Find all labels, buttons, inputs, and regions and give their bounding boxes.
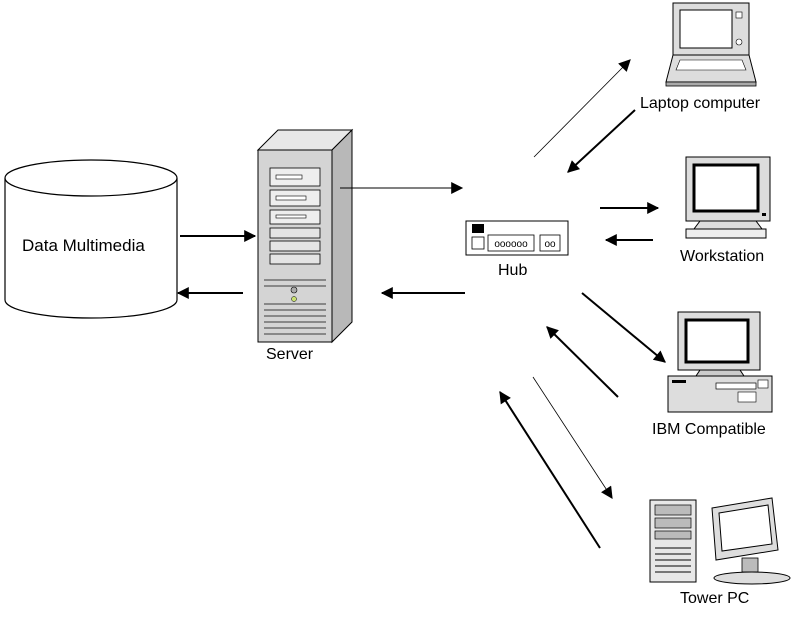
connection-arrows [176,59,666,549]
arrow-hub-to-laptop [533,59,631,158]
tower-pc-icon [649,497,791,585]
server-label: Server [266,346,314,363]
arrow-laptop-to-hub [567,109,636,173]
hub-ports-text: oooooo [494,239,528,250]
tower-pc-label: Tower PC [680,590,750,607]
laptop-icon [665,2,757,87]
server-icon [256,128,354,344]
hub-icon: oooooo oo [465,220,569,256]
workstation-label: Workstation [680,248,765,265]
workstation-icon [685,156,771,239]
arrow-tower-to-hub [499,390,601,549]
arrow-hub-to-ibm [581,292,666,363]
ibm-compatible-label: IBM Compatible [652,421,766,438]
database-cylinder [4,159,178,319]
arrow-hub-to-tower [532,376,613,500]
database-label: Data Multimedia [22,236,145,255]
ibm-compatible-icon [667,311,773,413]
arrow-ibm-to-hub [546,326,619,398]
hub-label: Hub [498,262,528,279]
hub-uplink-text: oo [544,239,556,250]
laptop-label: Laptop computer [640,95,761,112]
